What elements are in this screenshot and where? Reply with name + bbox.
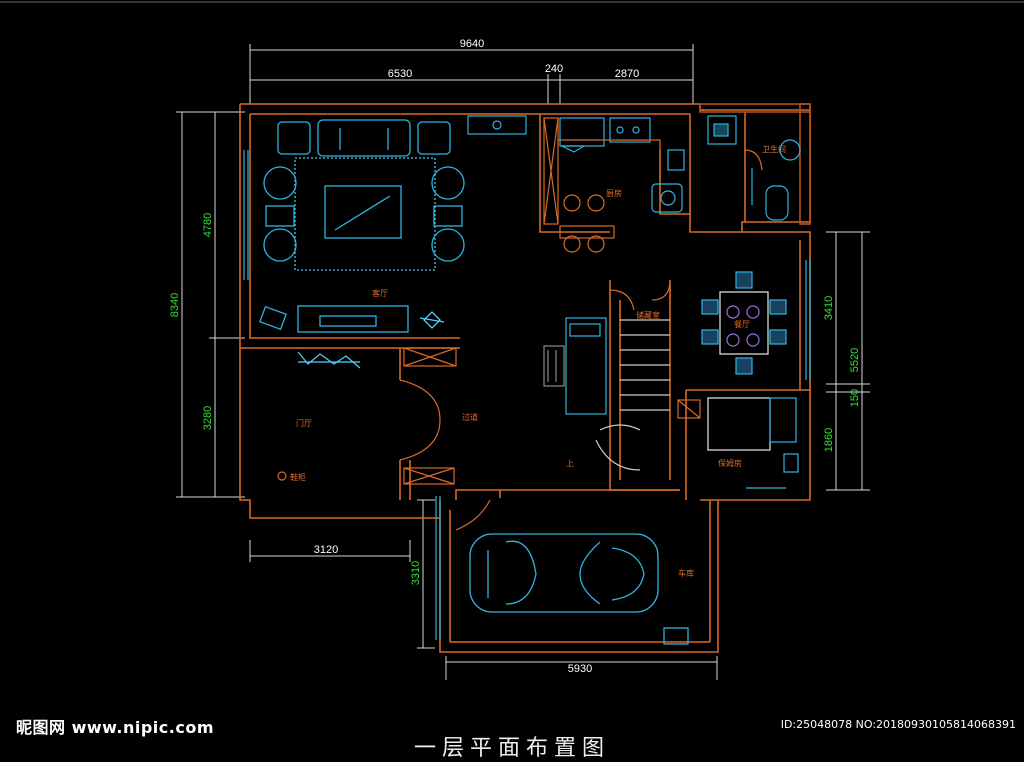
dim-garage-width: 5930 <box>568 663 592 675</box>
dim-garage-height: 3310 <box>410 561 422 585</box>
label-dining: 餐厅 <box>734 320 750 329</box>
dim-right-total: 5520 <box>849 348 861 372</box>
dim-right-lower: 1860 <box>823 428 835 452</box>
dining-set <box>701 271 787 375</box>
dimension-lines <box>176 44 870 680</box>
label-bath: 卫生间 <box>762 144 786 154</box>
label-shoe: 鞋柜 <box>290 472 306 482</box>
watermark-id: ID:25048078 NO:20180930105814068391 <box>780 718 1016 731</box>
doors <box>399 149 763 531</box>
dim-right-upper: 3410 <box>823 296 835 320</box>
cabinets <box>403 347 457 485</box>
label-living: 客厅 <box>372 288 388 298</box>
label-storage: 储藏室 <box>636 310 660 320</box>
dim-bottom-left: 3120 <box>314 544 338 556</box>
label-garage: 车库 <box>678 568 694 578</box>
dim-top-right: 2870 <box>615 68 639 80</box>
floor-plan-drawing: 9640 6530 240 2870 8340 4780 3280 3410 5… <box>0 1 1024 680</box>
dim-left-total: 8340 <box>169 293 181 317</box>
label-nanny: 保姆房 <box>718 458 742 468</box>
nanny-room-furniture <box>677 397 799 489</box>
walls <box>239 103 811 653</box>
dim-top-total: 9640 <box>460 38 484 50</box>
dim-top-mid: 240 <box>545 63 563 75</box>
watermark-site: 昵图网 www.nipic.com <box>16 718 214 737</box>
living-room-furniture <box>259 119 465 333</box>
label-up: 上 <box>566 459 574 468</box>
hall-furniture <box>277 317 670 481</box>
label-foyer: 门厅 <box>296 418 312 428</box>
dim-top-left: 6530 <box>388 68 412 80</box>
label-kitchen: 厨房 <box>606 188 622 198</box>
dim-left-upper: 4780 <box>202 213 214 237</box>
drawing-title: 一层平面布置图 <box>413 736 610 761</box>
car <box>469 533 689 645</box>
label-hall: 过道 <box>462 412 478 422</box>
dim-right-mid: 150 <box>849 389 861 407</box>
windows <box>243 150 811 640</box>
bathroom-fixtures <box>707 115 801 221</box>
kitchen-counter <box>543 117 661 253</box>
dim-left-lower: 3280 <box>202 406 214 430</box>
kitchen-furniture <box>467 115 685 213</box>
